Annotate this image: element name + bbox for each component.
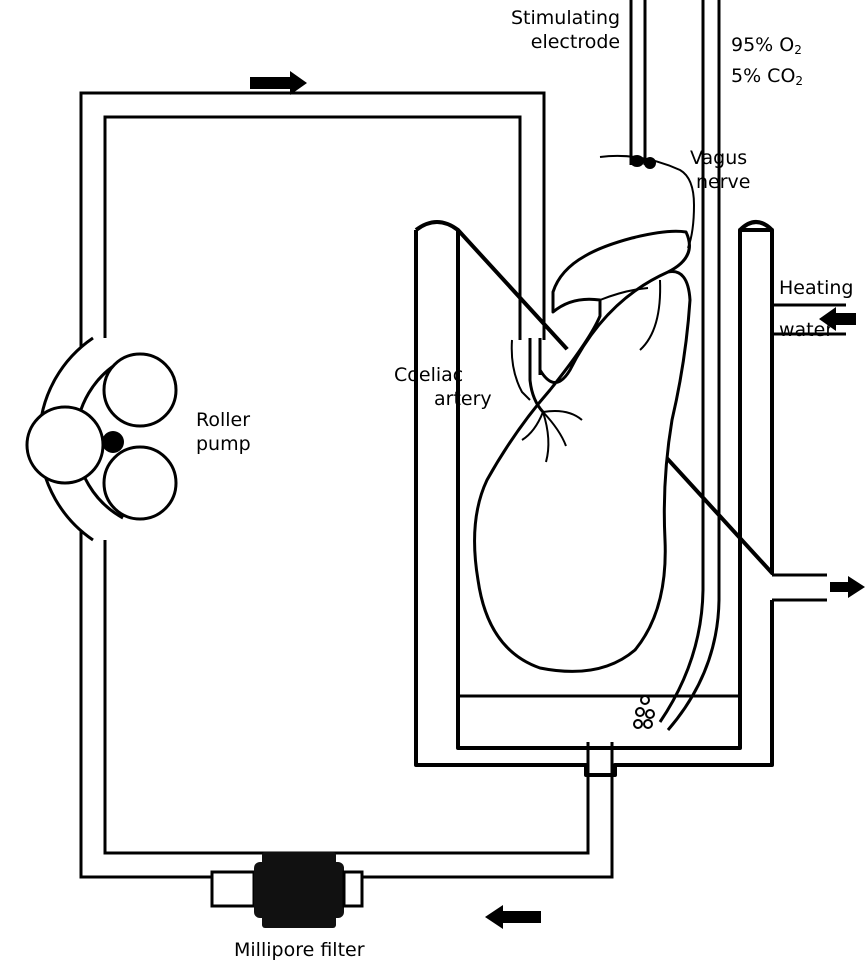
label-gas-mixture: 95% O2 5% CO2 [731,33,803,93]
label-heating-water: Heating water [779,276,853,342]
label-millipore-filter: Millipore filter [234,939,365,961]
label-roller-pump: Roller pump [196,408,251,456]
pump-roller [102,352,178,428]
gas-o2: 95% O2 [731,34,802,57]
vagus-nerve [599,154,696,249]
label-vagus-nerve: Vagus nerve [690,146,750,194]
label-line: nerve [696,171,751,193]
coeliac-artery [510,338,583,463]
label-line: Roller [196,409,251,431]
label-line: Heating [779,277,854,299]
label-line: Vagus [690,147,748,169]
label-line: artery [434,388,492,410]
heating-water-outlet [772,573,865,602]
label-line: water [779,319,834,341]
label-line: Stimulating [511,7,621,29]
label-line: Coeliac [394,364,464,386]
pump-hub [102,431,124,453]
perfusion-tubing [79,91,614,879]
stomach [473,229,692,673]
label-line: electrode [530,31,621,53]
millipore-filter [210,852,364,928]
gas-tube [658,0,721,731]
label-line: pump [196,433,251,455]
pump-roller [102,445,178,521]
pump-roller [25,405,105,485]
stimulating-electrode [629,0,656,169]
flow-arrow-top [250,71,307,95]
label-stimulating-electrode: Stimulating electrode [511,6,620,54]
roller-pump [25,336,178,542]
flow-arrow-bottom [485,905,541,929]
label-coeliac-artery: Coeliac artery [394,363,492,411]
gas-co2: 5% CO2 [731,65,804,88]
heating-water-inlet [772,303,856,336]
